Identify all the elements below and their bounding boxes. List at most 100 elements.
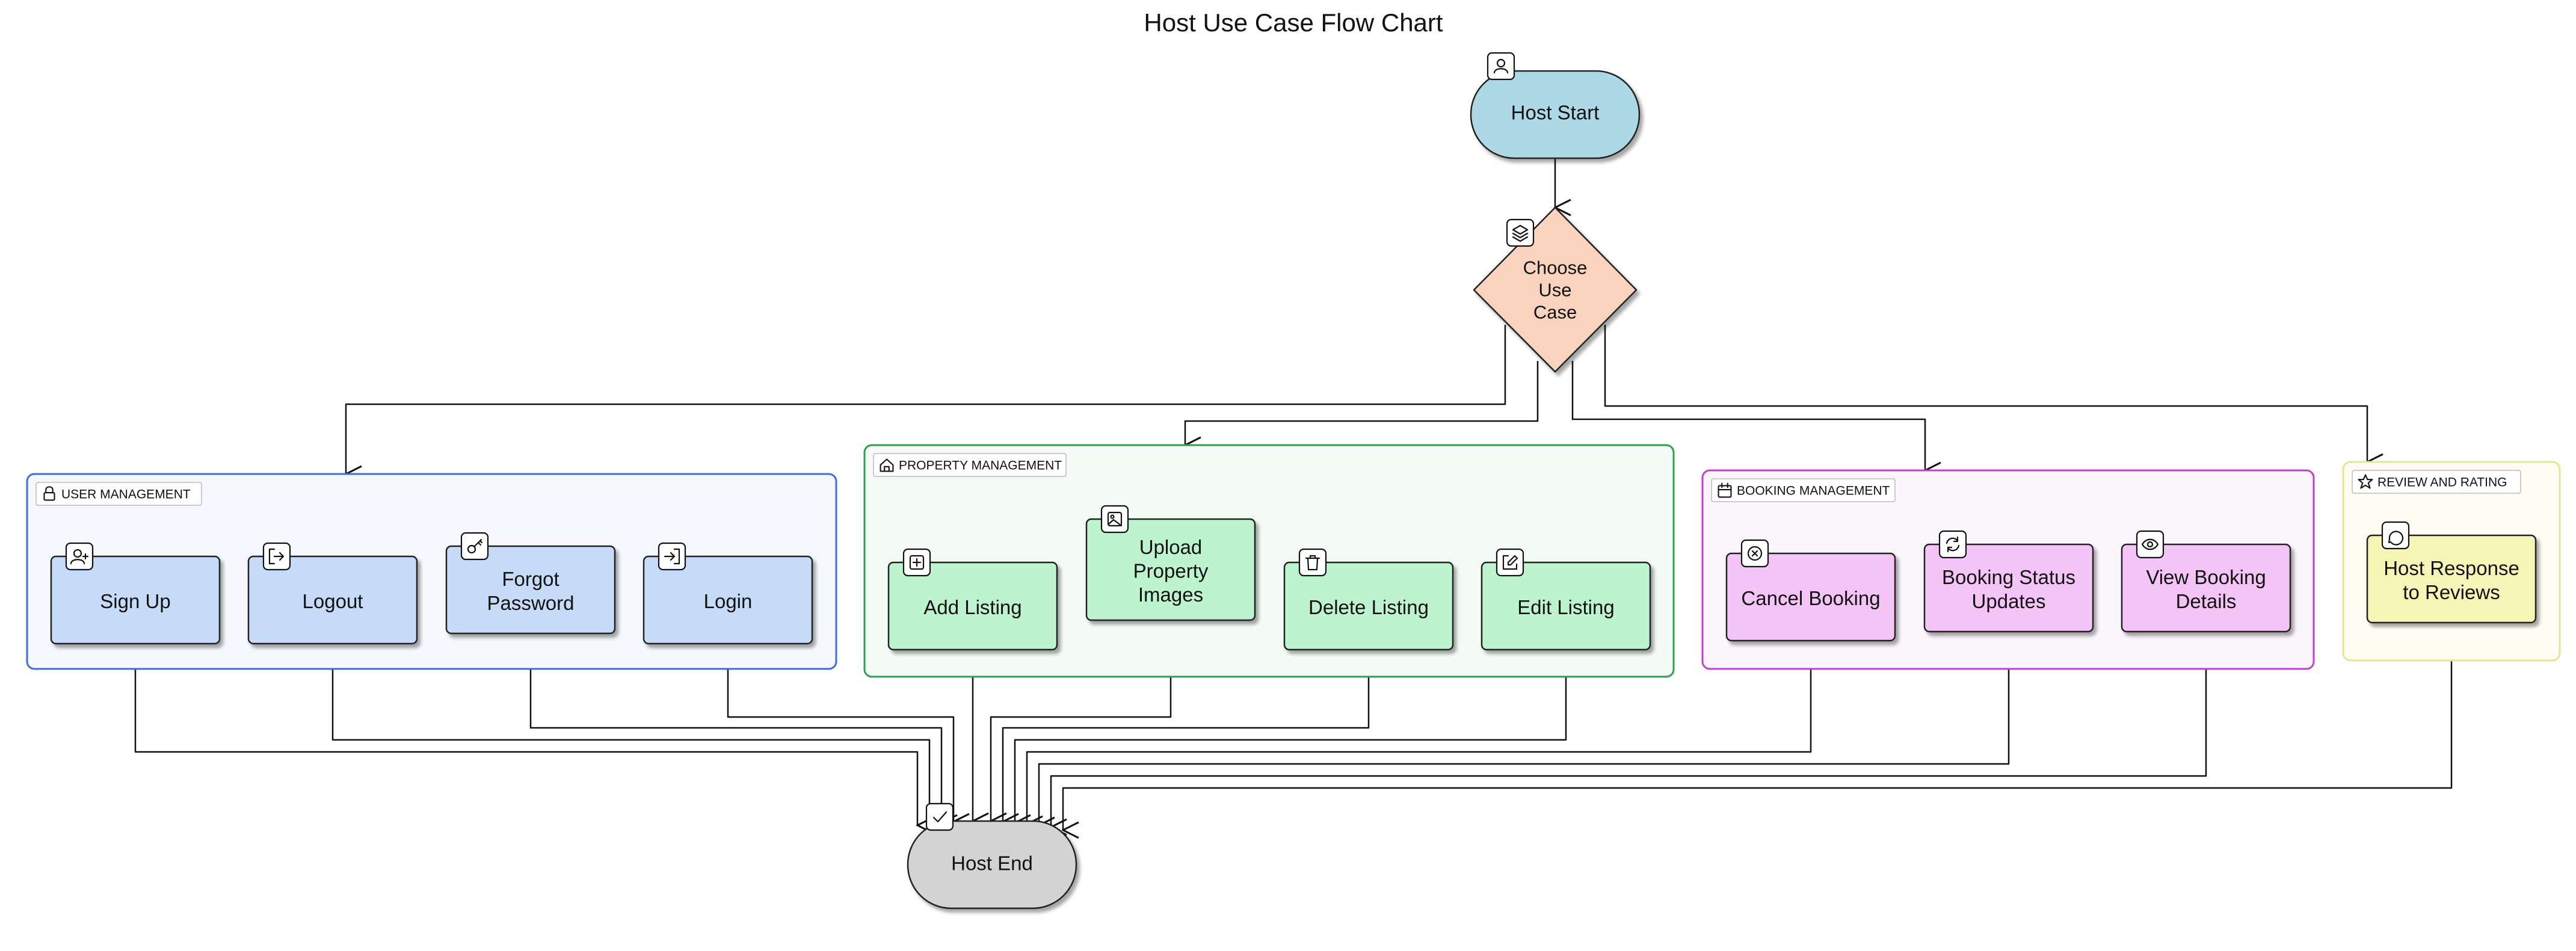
key-icon-badge bbox=[460, 532, 489, 561]
group-label-property-management: PROPERTY MANAGEMENT bbox=[873, 453, 1067, 477]
key-icon bbox=[467, 538, 483, 554]
node-user-management-3-line: Login bbox=[704, 590, 753, 612]
node-user-management-0-box bbox=[50, 555, 221, 645]
group-frame-property-management bbox=[863, 444, 1675, 678]
edge-decision-to-booking-management bbox=[1571, 361, 1925, 470]
calendar-icon bbox=[1718, 482, 1732, 498]
edge-to-host-end-1 bbox=[331, 644, 929, 824]
refresh-icon bbox=[1946, 536, 1960, 553]
end-label: Host End bbox=[951, 852, 1033, 875]
logout-icon bbox=[268, 548, 285, 565]
image-icon-badge bbox=[1100, 505, 1129, 534]
login-icon-badge bbox=[658, 542, 686, 571]
trash-icon-badge bbox=[1298, 548, 1327, 577]
node-property-management-1-line: Property bbox=[1133, 560, 1209, 582]
node-property-management-3-box bbox=[1481, 561, 1651, 651]
edge-to-host-end-9 bbox=[1039, 632, 2010, 825]
eye-icon bbox=[2141, 538, 2159, 550]
image-icon bbox=[1107, 511, 1123, 527]
group-label-user-management: USER MANAGEMENT bbox=[35, 482, 202, 506]
star-icon bbox=[2358, 474, 2373, 489]
group-label-booking-management: BOOKING MANAGEMENT bbox=[1711, 478, 1896, 502]
decision-line: Case bbox=[1533, 302, 1577, 323]
node-booking-management-1-line: Updates bbox=[1972, 590, 2046, 612]
edge-to-host-end-11 bbox=[1063, 623, 2453, 830]
end-box bbox=[907, 820, 1077, 909]
group-label-text: PROPERTY MANAGEMENT bbox=[899, 459, 1062, 473]
edit-icon bbox=[1502, 555, 1518, 570]
user-icon bbox=[1493, 58, 1509, 74]
node-property-management-2-line: Delete Listing bbox=[1308, 596, 1429, 618]
trash-icon bbox=[1305, 555, 1320, 571]
layers-icon bbox=[1512, 224, 1529, 242]
node-review-and-rating-0-box bbox=[2366, 534, 2537, 624]
edit-icon-badge bbox=[1496, 548, 1524, 577]
edge-to-host-end-2 bbox=[529, 633, 941, 823]
node-property-management-0-box bbox=[887, 561, 1058, 651]
edge-to-host-end-6 bbox=[1003, 650, 1370, 822]
node-property-management-1-box bbox=[1085, 518, 1256, 621]
eye-icon-badge bbox=[2136, 530, 2165, 559]
edge-decision-to-user-management bbox=[346, 325, 1506, 474]
node-user-management-1: Logout bbox=[247, 555, 418, 645]
edge-to-host-end-7 bbox=[1015, 650, 1567, 823]
x-circle-icon bbox=[1747, 546, 1763, 561]
diagram-title: Host Use Case Flow Chart bbox=[1144, 8, 1443, 37]
start-box bbox=[1470, 70, 1641, 159]
node-host-start: Host Start bbox=[1470, 70, 1641, 159]
decision-line: Choose bbox=[1523, 257, 1588, 278]
start-label: Host Start bbox=[1511, 102, 1600, 124]
node-booking-management-0-line: Cancel Booking bbox=[1741, 587, 1880, 609]
login-icon bbox=[664, 548, 680, 565]
node-user-management-3: Login bbox=[642, 555, 813, 645]
user-icon-badge bbox=[1487, 52, 1515, 81]
user-plus-icon bbox=[70, 549, 89, 565]
check-icon bbox=[932, 811, 948, 823]
node-user-management-3-box bbox=[642, 555, 813, 645]
node-property-management-1-line: Upload bbox=[1139, 536, 1203, 558]
node-user-management-1-line: Logout bbox=[303, 590, 363, 612]
edge-decision-to-review-and-rating bbox=[1604, 325, 2367, 462]
node-user-management-0-line: Sign Up bbox=[100, 590, 170, 612]
node-property-management-3-line: Edit Listing bbox=[1517, 596, 1614, 618]
x-circle-icon-badge bbox=[1740, 539, 1769, 568]
node-booking-management-2-box bbox=[2121, 543, 2291, 633]
node-booking-management-1-line: Booking Status bbox=[1942, 566, 2075, 588]
group-frame-user-management bbox=[26, 473, 837, 670]
node-booking-management-2-line: View Booking bbox=[2146, 566, 2266, 588]
edge-to-host-end-3 bbox=[727, 644, 954, 822]
edge-to-host-end-10 bbox=[1051, 632, 2207, 827]
refresh-icon-badge bbox=[1938, 530, 1967, 559]
layers-icon-badge bbox=[1506, 218, 1535, 247]
plus-square-icon-badge bbox=[902, 548, 931, 577]
node-property-management-0: Add Listing bbox=[887, 561, 1058, 651]
node-user-management-0: Sign Up bbox=[50, 555, 221, 645]
check-icon-badge bbox=[925, 802, 954, 831]
node-property-management-0-line: Add Listing bbox=[923, 596, 1021, 618]
node-user-management-2-box bbox=[445, 545, 616, 635]
group-label-text: USER MANAGEMENT bbox=[61, 488, 191, 502]
message-circle-icon bbox=[2388, 531, 2403, 546]
user-plus-icon-badge bbox=[65, 542, 94, 571]
decision-diamond bbox=[1473, 206, 1638, 373]
group-label-text: REVIEW AND RATING bbox=[2377, 476, 2507, 490]
message-circle-icon-badge bbox=[2381, 521, 2410, 550]
edge-to-host-end-8 bbox=[1027, 641, 1812, 824]
home-icon bbox=[880, 458, 894, 472]
node-booking-management-0-box bbox=[1725, 552, 1896, 642]
node-host-end: Host End bbox=[907, 820, 1077, 909]
node-booking-management-2-line: Details bbox=[2176, 590, 2237, 612]
node-review-and-rating-0-line: to Reviews bbox=[2403, 581, 2500, 603]
node-booking-management-1-box bbox=[1923, 543, 2094, 633]
node-property-management-1-line: Images bbox=[1138, 583, 1203, 606]
edge-to-host-end-0 bbox=[134, 644, 917, 825]
node-property-management-2: Delete Listing bbox=[1283, 561, 1454, 651]
decision-line: Use bbox=[1538, 280, 1571, 301]
